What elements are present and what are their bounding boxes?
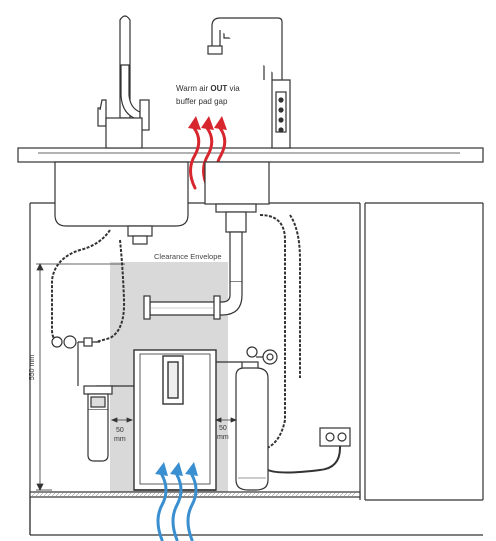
power-cable <box>267 442 341 474</box>
height-dimension-label: 550 mm <box>29 354 37 381</box>
cool-air-arrowheads <box>155 462 198 476</box>
cabinet-base-hatch <box>31 492 356 497</box>
mixer-tap <box>97 15 150 149</box>
warm-air-caption-line2: buffer pad gap <box>176 97 228 106</box>
countertop <box>17 147 484 163</box>
height-dimension-line <box>36 263 125 491</box>
right-gap-value: 50 <box>218 425 227 432</box>
left-gap-unit: mm <box>114 436 126 443</box>
gap-dimension-lines <box>110 417 238 423</box>
clearance-envelope-label: Clearance Envelope <box>154 252 222 261</box>
waste-pipe <box>143 161 270 320</box>
co2-cylinder <box>216 346 278 491</box>
caption-prefix: Warm air <box>176 84 211 93</box>
power-socket-icon <box>319 427 351 447</box>
right-gap-label: 50 mm <box>217 424 229 442</box>
warm-air-caption: Warm air OUT via buffer pad gap <box>176 82 240 108</box>
warm-air-arrowheads <box>188 116 227 130</box>
water-filter <box>83 385 113 462</box>
left-gap-label: 50 mm <box>114 426 126 444</box>
warm-air-caption-line1: Warm air OUT via <box>176 82 240 95</box>
isolation-valves <box>51 335 93 349</box>
right-gap-unit: mm <box>217 434 229 441</box>
inlet-hoses <box>51 214 301 451</box>
caption-suffix: via <box>227 84 240 93</box>
cool-air-arrows <box>156 473 198 541</box>
caption-bold-out: OUT <box>210 84 228 93</box>
boiling-water-tap <box>207 17 291 149</box>
left-gap-value: 50 <box>115 427 124 434</box>
sink-bowl <box>54 161 189 245</box>
